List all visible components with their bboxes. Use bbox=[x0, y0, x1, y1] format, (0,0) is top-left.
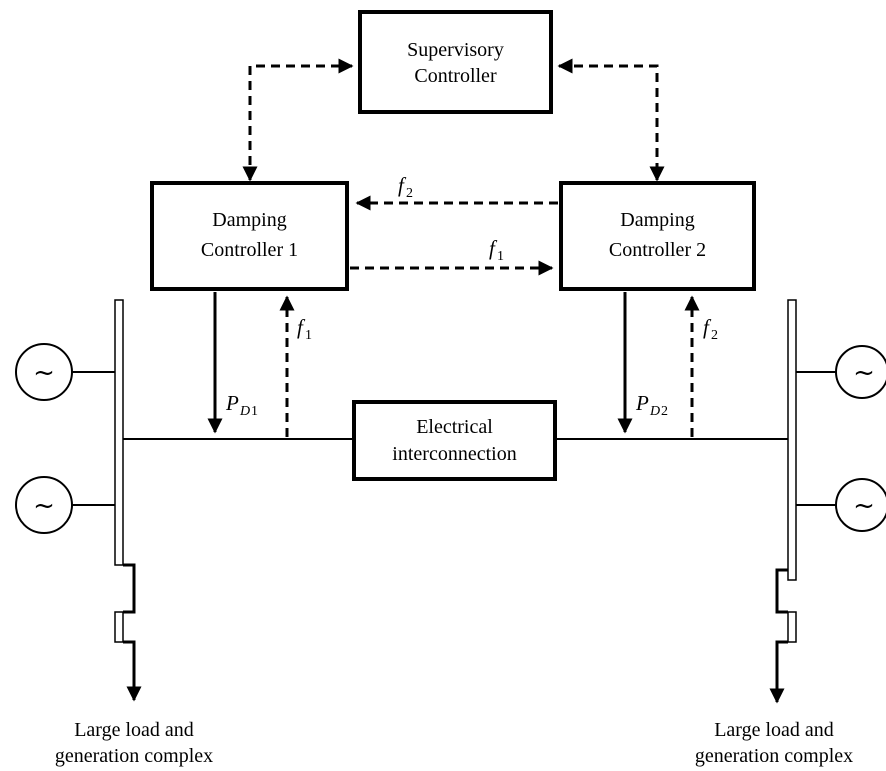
damping-controller-2-box: Damping Controller 2 bbox=[559, 181, 756, 291]
damping2-label-line1: Damping bbox=[620, 209, 694, 231]
load-right-line1: Large load and bbox=[714, 719, 834, 741]
signal-f-symbol: f bbox=[398, 173, 407, 197]
signal-PD-number: 1 bbox=[251, 404, 258, 419]
load-arrow-icon-left bbox=[114, 563, 142, 702]
supervisory-controller-box: Supervisory Controller bbox=[358, 10, 553, 114]
link-supervisory-damping1 bbox=[242, 58, 354, 182]
signal-subscript: 2 bbox=[711, 328, 718, 343]
signal-PD-subscript: D bbox=[239, 404, 250, 419]
link-supervisory-damping2 bbox=[557, 58, 665, 182]
left-busbar bbox=[114, 299, 124, 566]
signal-subscript: 2 bbox=[406, 186, 413, 201]
load-label-right: Large load and generation complex bbox=[695, 719, 853, 767]
signal-f-symbol: f bbox=[703, 315, 712, 339]
ac-generator-icon: ~ bbox=[15, 343, 115, 401]
interconnection-label-line2: interconnection bbox=[392, 443, 516, 465]
load-left-line2: generation complex bbox=[55, 745, 213, 767]
signal-P-symbol: P bbox=[635, 391, 649, 415]
ac-generator-icon: ~ bbox=[796, 478, 886, 532]
damping-controller-1-box: Damping Controller 1 bbox=[150, 181, 349, 291]
svg-text:~: ~ bbox=[853, 358, 875, 388]
damping2-label-line2: Controller 2 bbox=[609, 239, 706, 261]
signal-f-symbol: f bbox=[297, 315, 306, 339]
signal-label-PD1: P D 1 bbox=[225, 391, 258, 419]
load-arrow-icon-right bbox=[769, 568, 797, 704]
damping1-label-line1: Damping bbox=[212, 209, 286, 231]
ac-generator-icon: ~ bbox=[15, 476, 115, 534]
signal-f-symbol: f bbox=[489, 236, 498, 260]
damping1-label-line2: Controller 1 bbox=[201, 239, 298, 261]
svg-text:~: ~ bbox=[853, 491, 875, 521]
signal-subscript: 1 bbox=[305, 328, 312, 343]
signal-subscript: 1 bbox=[497, 249, 504, 264]
supervisory-label-line1: Supervisory bbox=[407, 39, 504, 61]
ac-generator-icon: ~ bbox=[796, 345, 886, 399]
signal-label-f2-top: f 2 bbox=[398, 173, 413, 201]
signal-P-symbol: P bbox=[225, 391, 239, 415]
load-right-line2: generation complex bbox=[695, 745, 853, 767]
load-label-left: Large load and generation complex bbox=[55, 719, 213, 767]
signal-label-PD2: P D 2 bbox=[635, 391, 668, 419]
electrical-interconnection-box: Electrical interconnection bbox=[352, 400, 557, 481]
signal-label-f2-right: f 2 bbox=[703, 315, 718, 343]
signal-label-f1-middle: f 1 bbox=[489, 236, 504, 264]
svg-text:~: ~ bbox=[33, 491, 55, 521]
signal-label-f1-left: f 1 bbox=[297, 315, 312, 343]
signal-PD-number: 2 bbox=[661, 404, 668, 419]
interconnection-label-line1: Electrical bbox=[416, 416, 493, 438]
supervisory-label-line2: Controller bbox=[414, 65, 497, 87]
right-busbar bbox=[787, 299, 797, 581]
svg-text:~: ~ bbox=[33, 358, 55, 388]
load-left-line1: Large load and bbox=[74, 719, 194, 741]
signal-PD-subscript: D bbox=[649, 404, 660, 419]
